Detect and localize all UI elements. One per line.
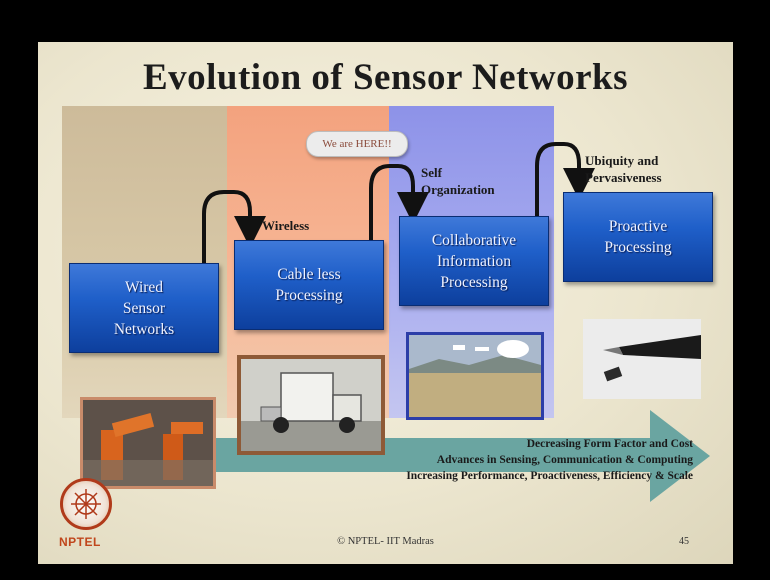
page-number: 45 <box>679 536 689 547</box>
label-wireless: Wireless <box>262 218 310 233</box>
nptel-logo-icon <box>60 478 112 530</box>
label-self-organization: Self Organization <box>421 165 495 197</box>
band-wired <box>62 106 227 418</box>
arrow-ubiquity <box>535 142 595 216</box>
stage-proactive-processing: Proactive Processing <box>563 192 713 282</box>
transition-arrows <box>128 142 710 502</box>
smart-dust-pen-image <box>583 319 701 399</box>
slide-title: Evolution of Sensor Networks <box>142 57 629 98</box>
industrial-robot-image <box>80 397 216 489</box>
we-are-here-callout: We are HERE!! <box>306 131 408 157</box>
stage-collaborative-processing: Collaborative Information Processing <box>399 216 549 306</box>
stage-cable-less-processing: Cable less Processing <box>234 240 384 330</box>
label-ubiquity: Ubiquity and Pervasiveness <box>585 153 662 185</box>
trend-line-3: Increasing Performance, Proactiveness, E… <box>406 470 693 482</box>
trend-line-1: Decreasing Form Factor and Cost <box>526 438 693 450</box>
arrow-wireless <box>202 190 266 264</box>
nptel-logo-text: NPTEL <box>59 535 101 549</box>
footer-copyright: © NPTEL- IIT Madras <box>337 536 434 547</box>
arrow-self-organization <box>369 164 429 240</box>
big-trend-arrow-body <box>128 410 710 502</box>
sensor-truck-image <box>237 355 385 455</box>
trend-line-2: Advances in Sensing, Communication & Com… <box>436 454 693 466</box>
slide: Evolution of Sensor Networks We are HERE… <box>38 42 733 564</box>
stage-wired-sensor-networks: Wired Sensor Networks <box>69 263 219 353</box>
sensor-field-image <box>406 332 544 420</box>
